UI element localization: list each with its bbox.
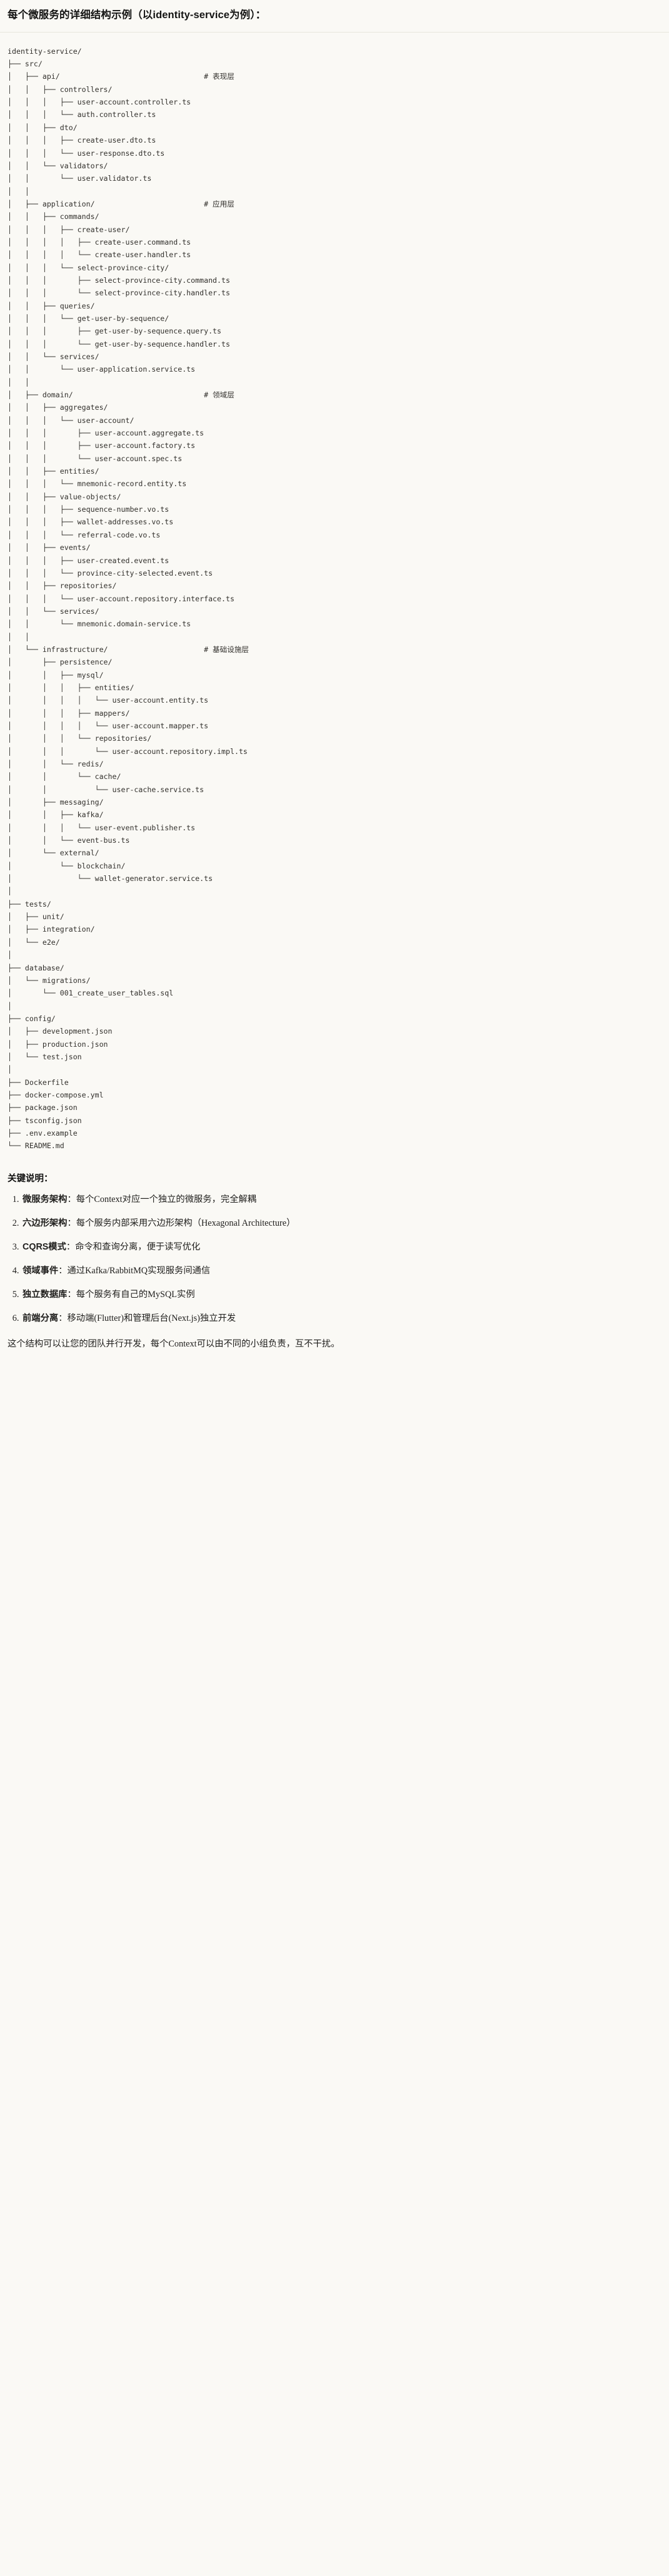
key-note-term: 领域事件 (23, 1266, 59, 1276)
key-note-term: 六边形架构 (23, 1218, 68, 1229)
key-note-term: 独立数据库 (23, 1290, 68, 1300)
key-notes-list: 微服务架构：每个Context对应一个独立的微服务，完全解耦六边形架构：每个服务… (8, 1193, 661, 1325)
key-note-separator: ： (67, 1290, 76, 1300)
key-note-description: 每个服务内部采用六边形架构（Hexagonal Architecture） (76, 1218, 296, 1229)
key-note-description: 移动端(Flutter)和管理后台(Next.js)独立开发 (67, 1313, 236, 1324)
document-page: 每个微服务的详细结构示例（以identity-service为例）： ident… (0, 0, 669, 1367)
key-notes-section: 关键说明： 微服务架构：每个Context对应一个独立的微服务，完全解耦六边形架… (0, 1161, 669, 1367)
key-note-description: 每个服务有自己的MySQL实例 (76, 1290, 195, 1300)
key-note-item: CQRS模式：命令和查询分离，便于读写优化 (21, 1241, 661, 1254)
key-note-description: 通过Kafka/RabbitMQ实现服务间通信 (67, 1266, 211, 1276)
heading-divider (0, 31, 669, 33)
closing-paragraph: 这个结构可以让您的团队并行开发，每个Context可以由不同的小组负责，互不干扰… (8, 1338, 340, 1349)
key-note-separator: ： (66, 1242, 76, 1253)
page-title: 每个微服务的详细结构示例（以identity-service为例）： (8, 9, 266, 21)
directory-tree-block: identity-service/ ├── src/ │ ├── api/ # … (0, 33, 669, 1161)
key-note-separator: ： (58, 1313, 68, 1324)
key-note-term: CQRS模式 (23, 1242, 66, 1253)
key-note-item: 领域事件：通过Kafka/RabbitMQ实现服务间通信 (21, 1265, 661, 1278)
key-note-description: 命令和查询分离，便于读写优化 (75, 1242, 201, 1253)
key-note-item: 独立数据库：每个服务有自己的MySQL实例 (21, 1288, 661, 1301)
key-note-item: 六边形架构：每个服务内部采用六边形架构（Hexagonal Architectu… (21, 1217, 661, 1230)
key-note-separator: ： (67, 1194, 76, 1205)
key-note-term: 微服务架构 (23, 1194, 68, 1205)
key-notes-title: 关键说明： (8, 1173, 53, 1184)
key-note-separator: ： (58, 1266, 68, 1276)
key-note-item: 前端分离：移动端(Flutter)和管理后台(Next.js)独立开发 (21, 1312, 661, 1325)
directory-tree: identity-service/ ├── src/ │ ├── api/ # … (8, 46, 249, 1151)
key-note-term: 前端分离 (23, 1313, 59, 1324)
key-note-separator: ： (67, 1218, 76, 1229)
key-note-item: 微服务架构：每个Context对应一个独立的微服务，完全解耦 (21, 1193, 661, 1206)
key-note-description: 每个Context对应一个独立的微服务，完全解耦 (76, 1194, 257, 1205)
